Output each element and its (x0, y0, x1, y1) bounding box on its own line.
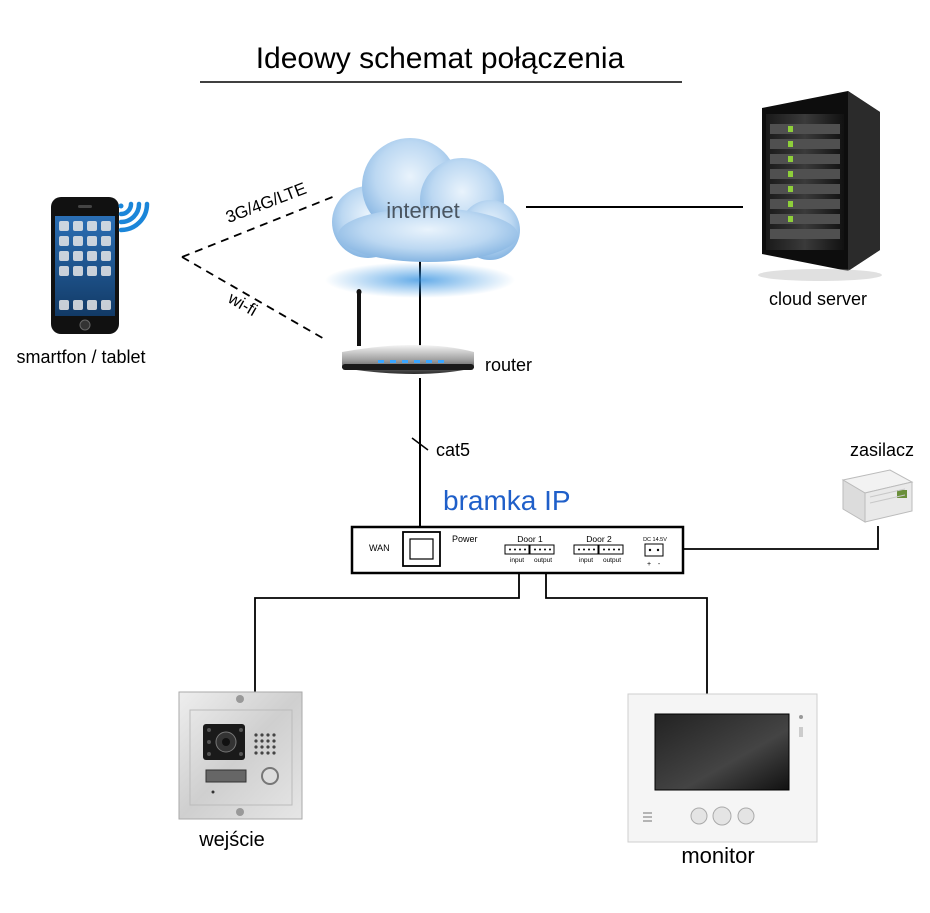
cloud-server-label: cloud server (769, 289, 867, 309)
door1-output-label: output (534, 557, 552, 564)
cloud-server-icon (758, 91, 882, 281)
cat5-tick (411, 437, 429, 451)
door2-label: Door 2 (586, 534, 612, 544)
power-supply-line (665, 526, 879, 550)
monitor-line (545, 573, 708, 694)
mobile-link-label: 3G/4G/LTE (223, 179, 309, 227)
gateway-panel: WAN Power Door 1 input output Door 2 inp… (350, 525, 685, 575)
door2-output-label: output (603, 557, 621, 564)
wifi-link-label: wi-fi (224, 288, 261, 320)
door2-output-terminal (598, 544, 624, 555)
door2-input-label: input (579, 557, 593, 564)
wan-label: WAN (369, 543, 390, 553)
internet-label: internet (386, 198, 459, 223)
wifi-signal-icon (118, 201, 150, 233)
power-supply-icon (841, 469, 914, 523)
wifi-link-line (181, 256, 327, 341)
diagram-title: Ideowy schemat połączenia (256, 42, 625, 75)
entrance-panel-icon (178, 691, 303, 820)
router-icon (342, 289, 474, 374)
door1-input-label: input (510, 557, 524, 564)
door1-output-terminal (529, 544, 555, 555)
door1-input-terminal (504, 544, 530, 555)
dc-minus-label: - (658, 561, 661, 568)
dc-plus-label: + (647, 561, 651, 568)
gateway-label: bramka IP (443, 485, 571, 516)
door1-label: Door 1 (517, 534, 543, 544)
smartphone-icon (51, 197, 119, 334)
dc-label: DC 14.5V (643, 537, 667, 543)
monitor-icon (627, 693, 818, 843)
internet-cloud-icon (325, 138, 520, 298)
power-supply-label: zasilacz (850, 440, 914, 460)
dc-terminal (644, 543, 664, 557)
router-label: router (485, 355, 532, 375)
entrance-line (254, 573, 520, 692)
smartphone-label: smartfon / tablet (16, 347, 145, 367)
door2-input-terminal (573, 544, 599, 555)
wan-port (402, 531, 441, 567)
cat5-label: cat5 (436, 440, 470, 460)
power-label: Power (452, 534, 478, 544)
monitor-label: monitor (681, 843, 754, 868)
entrance-label: wejście (198, 829, 265, 851)
